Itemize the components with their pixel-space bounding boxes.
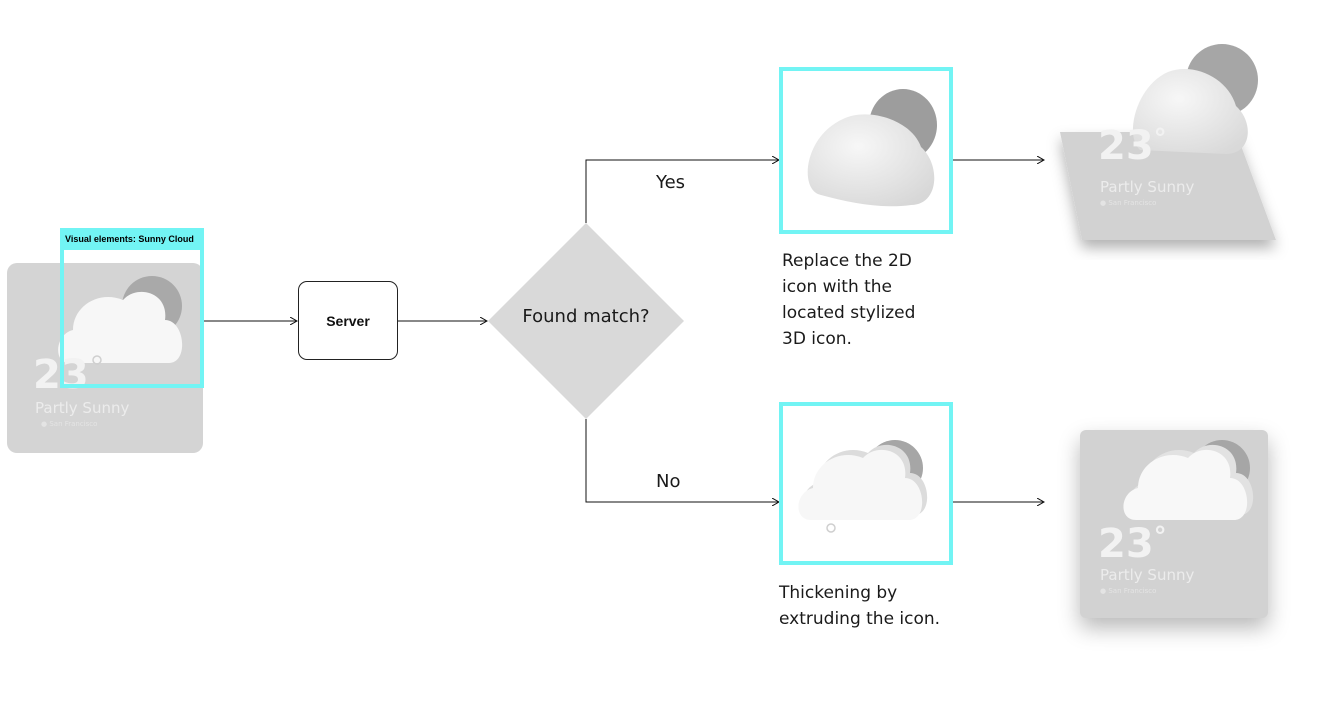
yes-result-condition: Partly Sunny [1100, 178, 1195, 196]
no-result-cloud-icon [1123, 440, 1254, 520]
yes-caption: Replace the 2D icon with the located sty… [782, 251, 916, 349]
no-result-condition: Partly Sunny [1100, 566, 1195, 584]
visual-element-tag: Visual elements: Sunny Cloud [60, 228, 204, 250]
no-result-temperature: 23° [1098, 521, 1167, 567]
location-pin-icon: ● [41, 420, 48, 428]
decision-question: Found match? [522, 306, 650, 327]
condition-label: Partly Sunny [35, 399, 130, 417]
location-label: ● San Francisco [41, 420, 97, 428]
extruded-icon-box [779, 402, 953, 565]
server-box: Server [298, 281, 398, 360]
no-caption: Thickening by extruding the icon. [779, 583, 941, 629]
yes-branch-label: Yes [656, 172, 686, 193]
no-result-3d-card: 23° Partly Sunny ● San Francisco [1080, 430, 1268, 618]
no-result-location: ● San Francisco [1100, 587, 1157, 595]
no-branch-label: No [656, 471, 681, 492]
decision-diamond [488, 223, 684, 419]
sunny-cloud-icon [58, 276, 183, 365]
extruded-cloud-icon [798, 440, 928, 533]
yes-result-location: ● San Francisco [1100, 199, 1157, 207]
yes-result-temperature: 23° [1098, 123, 1167, 169]
location-pin-icon: ● [1100, 199, 1107, 207]
arrow-no-branch [585, 419, 779, 502]
visual-element-highlight [60, 250, 204, 388]
input-weather-card: 23 Partly Sunny ● San Francisco [7, 263, 203, 453]
location-text: San Francisco [49, 420, 98, 428]
yes-result-3d-card [1060, 44, 1276, 240]
arrow-yes-branch [585, 160, 779, 223]
stylized-3d-cloud-icon [807, 89, 937, 207]
location-pin-icon: ● [1100, 587, 1107, 595]
stylized-3d-icon-box [779, 67, 953, 234]
